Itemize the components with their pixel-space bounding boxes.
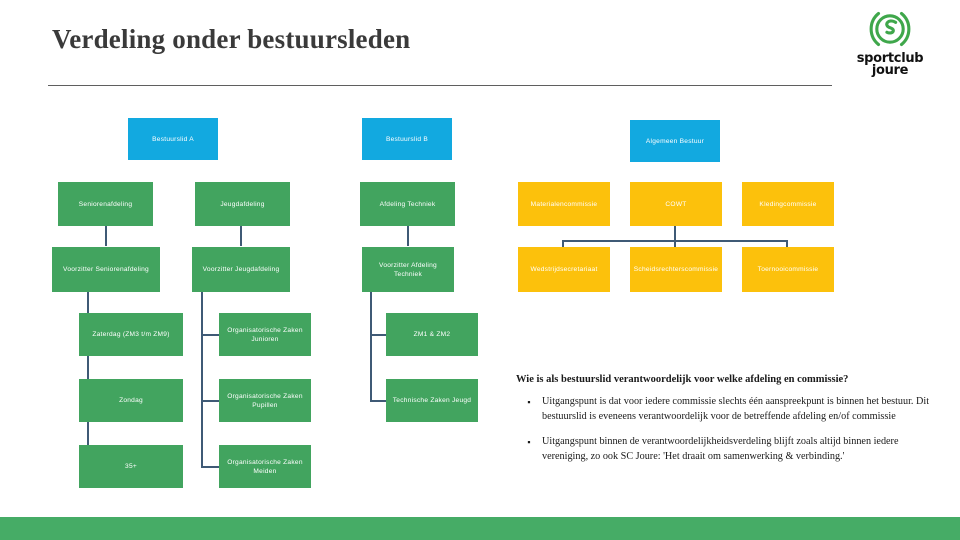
node-label: Organisatorische Zaken Pupillen: [227, 392, 303, 409]
qa-list-item: ▪ Uitgangspunt binnen de verantwoordelij…: [516, 435, 936, 464]
node-oz-junioren[interactable]: Organisatorische Zaken Junioren: [219, 313, 311, 356]
node-label: Organisatorische Zaken Meiden: [227, 458, 303, 475]
connector-techniek-stub-1: [370, 334, 387, 336]
node-label: Voorzitter Afdeling Techniek: [379, 261, 437, 278]
node-voorzitter-seniorenafdeling[interactable]: Voorzitter Seniorenafdeling: [52, 247, 160, 292]
connector-jeugd-stub-1: [201, 334, 220, 336]
node-label: Wedstrijdsecretariaat: [530, 266, 598, 273]
node-label: 35+: [125, 463, 137, 470]
node-35plus[interactable]: 35+: [79, 445, 183, 488]
qa-item-text: Uitgangspunt is dat voor iedere commissi…: [542, 396, 930, 422]
node-label: Bestuurslid B: [385, 135, 429, 143]
node-voorzitter-jeugdafdeling[interactable]: Voorzitter Jeugdafdeling: [192, 247, 290, 292]
node-jeugdafdeling[interactable]: Jeugdafdeling: [195, 182, 290, 226]
node-scheidsrechterscommissie[interactable]: Scheidsrechterscommissie: [630, 247, 722, 292]
connector-techniek-vertical: [407, 226, 409, 246]
node-label: Organisatorische Zaken Junioren: [227, 326, 303, 343]
bullet-icon: ▪: [527, 397, 531, 407]
node-label: ZM1 & ZM2: [413, 331, 451, 338]
qa-heading: Wie is als bestuurslid verantwoordelijk …: [516, 374, 849, 385]
connector-senioren-vertical: [105, 226, 107, 246]
logo-text-line1: sportclub: [856, 51, 924, 66]
connector-techniek-stub-2: [370, 400, 387, 402]
connector-commission-mid: [674, 240, 676, 250]
node-label: Seniorenafdeling: [78, 200, 133, 208]
node-wedstrijdsecretariaat[interactable]: Wedstrijdsecretariaat: [518, 247, 610, 292]
node-zaterdag[interactable]: Zaterdag (ZM3 t/m ZM9): [79, 313, 183, 356]
connector-jeugd-vertical: [240, 226, 242, 246]
logo: sportclub joure: [838, 6, 942, 84]
node-seniorenafdeling[interactable]: Seniorenafdeling: [58, 182, 153, 226]
bullet-icon: ▪: [527, 437, 531, 447]
logo-text-line2: joure: [871, 63, 909, 78]
qa-list-item: ▪ Uitgangspunt is dat voor iedere commis…: [516, 395, 936, 424]
connector-commission-right: [786, 240, 788, 250]
node-kledingcommissie[interactable]: Kledingcommissie: [742, 182, 834, 226]
node-label: Zondag: [119, 397, 143, 404]
node-zondag[interactable]: Zondag: [79, 379, 183, 422]
connector-commission-left: [562, 240, 564, 250]
node-zm1-zm2[interactable]: ZM1 & ZM2: [386, 313, 478, 356]
bottom-accent-band: [0, 517, 960, 540]
node-label: Voorzitter Seniorenafdeling: [63, 266, 149, 273]
node-label: Zaterdag (ZM3 t/m ZM9): [92, 331, 170, 338]
node-label: Kledingcommissie: [759, 200, 817, 208]
page-title: Verdeling onder bestuursleden: [52, 24, 411, 54]
node-voorzitter-afdeling-techniek[interactable]: Voorzitter Afdeling Techniek: [362, 247, 454, 292]
node-toernooicommissie[interactable]: Toernooicommissie: [742, 247, 834, 292]
node-bestuurslid-a[interactable]: Bestuurslid A: [128, 118, 218, 160]
node-label: Afdeling Techniek: [379, 200, 436, 208]
node-cowt[interactable]: COWT: [630, 182, 722, 226]
connector-techniek-spine: [370, 292, 372, 401]
sportclub-joure-emblem-icon: [867, 6, 913, 52]
node-oz-meiden[interactable]: Organisatorische Zaken Meiden: [219, 445, 311, 488]
title-divider: [48, 85, 832, 86]
node-bestuurslid-b[interactable]: Bestuurslid B: [362, 118, 452, 160]
node-label: Technische Zaken Jeugd: [392, 397, 472, 404]
connector-jeugd-stub-2: [201, 400, 220, 402]
node-label: Scheidsrechterscommissie: [633, 266, 719, 273]
node-oz-pupillen[interactable]: Organisatorische Zaken Pupillen: [219, 379, 311, 422]
node-afdeling-techniek[interactable]: Afdeling Techniek: [360, 182, 455, 226]
node-technische-zaken-jeugd[interactable]: Technische Zaken Jeugd: [386, 379, 478, 422]
node-label: Algemeen Bestuur: [645, 137, 705, 145]
connector-jeugd-spine: [201, 292, 203, 467]
qa-item-text: Uitgangspunt binnen de verantwoordelijkh…: [542, 436, 899, 462]
qa-panel: Wie is als bestuurslid verantwoordelijk …: [516, 373, 936, 475]
connector-jeugd-stub-3: [201, 466, 220, 468]
connector-cowt-drop: [674, 226, 676, 242]
node-label: Toernooicommissie: [757, 266, 819, 273]
node-label: Voorzitter Jeugdafdeling: [202, 266, 280, 273]
node-label: COWT: [665, 200, 687, 208]
node-algemeen-bestuur[interactable]: Algemeen Bestuur: [630, 120, 720, 162]
node-label: Materialencommissie: [530, 200, 598, 208]
node-label: Bestuurslid A: [152, 135, 194, 143]
node-label: Jeugdafdeling: [220, 200, 265, 208]
node-materialencommissie[interactable]: Materialencommissie: [518, 182, 610, 226]
